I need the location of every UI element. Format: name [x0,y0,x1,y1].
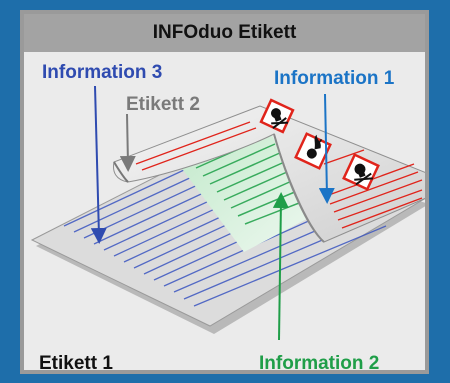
information-2-arrow [272,192,289,341]
ghs-skull-icon [342,153,380,191]
etikett-2-arrow [119,113,136,172]
etikett-1-label: Etikett 1 [39,353,113,374]
information-1-label: Information 1 [274,68,395,89]
information-3-arrow [90,85,107,244]
infoduo-card: INFOduo Etikett [20,10,429,374]
information-2-label: Information 2 [259,353,380,374]
card-title: INFOduo Etikett [152,22,297,43]
label-illustration [30,85,425,341]
etikett-2-label: Etikett 2 [126,94,200,115]
ghs-skull-icon [259,98,295,134]
card-header: INFOduo Etikett [24,14,425,52]
information-1-arrow [318,93,335,204]
information-3-label: Information 3 [42,62,163,83]
ghs-flame-icon [294,132,332,170]
